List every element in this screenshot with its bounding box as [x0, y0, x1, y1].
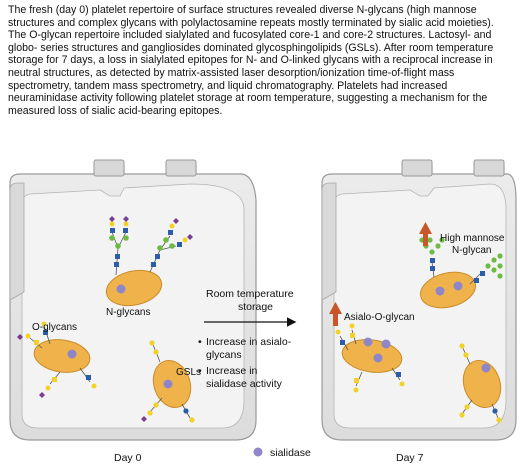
bullet-1-line2: glycans [206, 349, 242, 361]
sialidase-dot [363, 337, 373, 347]
n-glycan-chain [149, 218, 193, 273]
platelet [462, 360, 502, 408]
platelet [105, 269, 163, 307]
storage-title-line1: Room temperature [206, 288, 294, 300]
sialidase-dot [67, 349, 77, 359]
gsls-label: GSLs [176, 367, 201, 378]
o-glycan-chain [17, 321, 97, 398]
sialidase-dot [481, 363, 491, 373]
asialo-o-glycan-label: Asialo-O-glycan [344, 312, 415, 323]
sialidase-legend-icon [253, 447, 263, 457]
bag-seam [321, 182, 337, 301]
summary-text: The fresh (day 0) platelet repertoire of… [8, 4, 494, 117]
bag-port [165, 159, 197, 177]
bullet-icon: • [198, 336, 202, 348]
bag-inner [21, 183, 245, 429]
sialidase-dot [373, 353, 383, 363]
bag-seam [9, 182, 25, 301]
storage-title-line2: storage [238, 301, 273, 313]
storage-transition: Room temperature storage • Increase in a… [198, 288, 297, 390]
sialidase-dot [453, 281, 463, 291]
high-mannose-label: High mannose [440, 233, 505, 244]
bullet-2-line1: Increase in [206, 365, 258, 377]
bag-day0: N-glycans O-glycans GSLs [9, 159, 257, 441]
caption-day7: Day 7 [396, 452, 424, 464]
sialidase-dot [435, 286, 445, 296]
sialidase-dot [116, 284, 126, 294]
sialidase-dot [163, 379, 173, 389]
n-glycans-label: N-glycans [106, 307, 150, 318]
n-glycan-label: N-glycan [452, 245, 491, 256]
high-mannose-glycan [469, 253, 503, 285]
gsl-chain [459, 343, 502, 423]
bag-port [401, 159, 433, 177]
increase-arrow-icon [419, 222, 432, 246]
gsl-chain [141, 340, 195, 423]
platelet [420, 271, 476, 309]
legend-sialidase-label: sialidase [270, 447, 311, 459]
bag-day7: High mannose N-glycan Asialo-O-glycan [321, 159, 517, 441]
bullet-2-line2: sialidase activity [206, 378, 283, 390]
increase-arrow-icon [329, 302, 342, 326]
bag-port [93, 159, 125, 177]
n-glycan-chain [109, 216, 129, 276]
bag-port [473, 159, 505, 177]
caption-day0: Day 0 [114, 452, 142, 464]
bullet-icon: • [198, 365, 202, 377]
asialo-o-glycan [335, 323, 405, 393]
o-glycans-label: O-glycans [32, 322, 77, 333]
bullet-1-line1: Increase in asialo- [206, 336, 292, 348]
sialidase-dot [381, 339, 391, 349]
